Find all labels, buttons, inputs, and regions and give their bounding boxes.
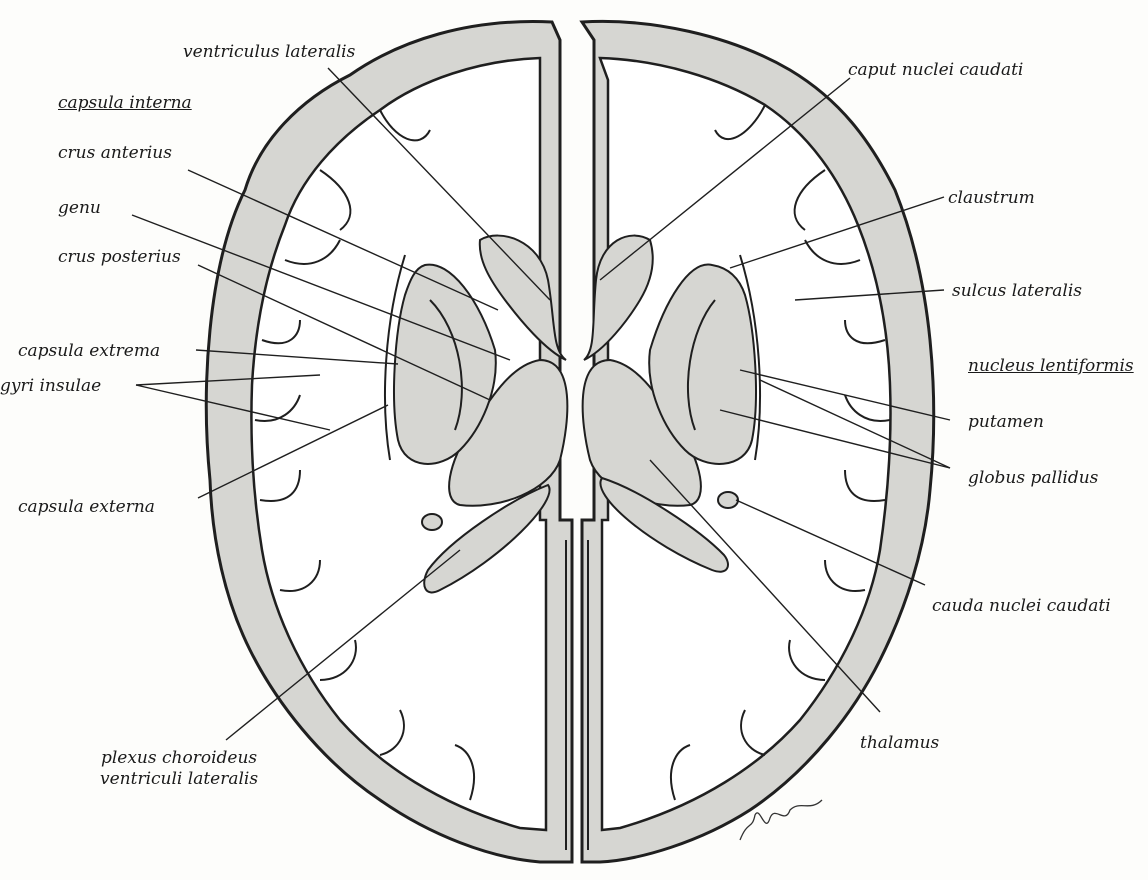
label-caput-nuclei-caudati: caput nuclei caudati: [848, 60, 1023, 81]
cauda-left: [422, 514, 442, 530]
label-crus-anterius: crus anterius: [58, 143, 172, 164]
label-cauda-nuclei-caudati: cauda nuclei caudati: [932, 596, 1111, 617]
label-genu: genu: [58, 198, 101, 219]
plexus-line-2: ventriculi lateralis: [100, 769, 258, 790]
label-ventriculus-lateralis: ventriculus lateralis: [183, 42, 355, 63]
label-plexus-choroideus: plexus choroideus ventriculi lateralis: [100, 748, 258, 791]
label-capsula-interna: capsula interna: [58, 93, 192, 114]
label-nucleus-lentiformis: nucleus lentiformis: [968, 356, 1134, 377]
label-claustrum: claustrum: [948, 188, 1035, 209]
label-capsula-extrema: capsula extrema: [18, 341, 160, 362]
label-crus-posterius: crus posterius: [58, 247, 181, 268]
label-globus-pallidus: globus pallidus: [968, 468, 1098, 489]
label-putamen: putamen: [968, 412, 1044, 433]
label-sulcus-lateralis: sulcus lateralis: [952, 281, 1082, 302]
cauda-right: [718, 492, 738, 508]
label-thalamus: thalamus: [860, 733, 939, 754]
label-capsula-externa: capsula externa: [18, 497, 155, 518]
label-gyri-insulae: gyri insulae: [0, 376, 101, 397]
plexus-line-1: plexus choroideus: [100, 748, 258, 769]
